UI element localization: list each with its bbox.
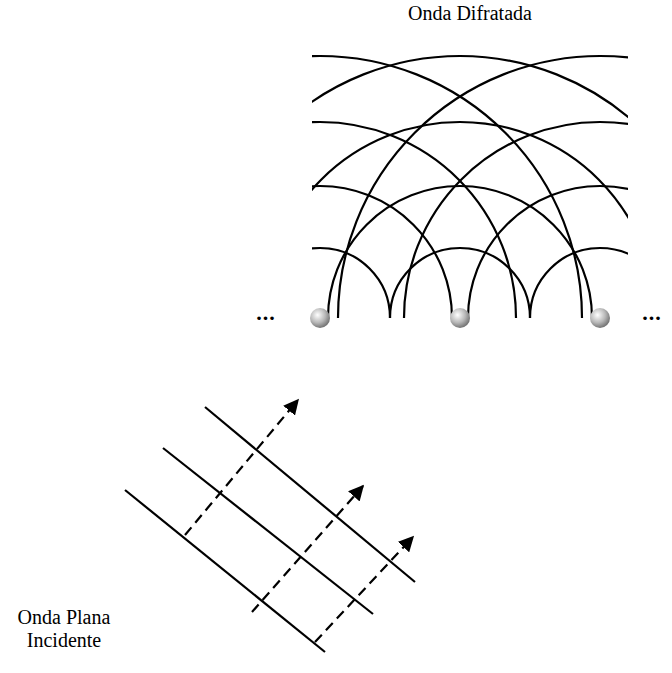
wavefront-arc — [404, 122, 628, 318]
wavefront-arc — [328, 186, 592, 318]
figure-label: Onda Plana Incidente — [4, 606, 124, 652]
figure-title: Onda Difratada — [408, 2, 532, 25]
wavefront-arc — [530, 248, 628, 318]
wavefront-arc — [312, 122, 628, 318]
wavefront-arc — [338, 56, 628, 318]
wavefront-arc — [468, 186, 628, 318]
diffracted-wavefronts — [312, 56, 628, 318]
incident-wavefronts — [125, 407, 415, 652]
wavefront-arc — [312, 186, 452, 318]
scatterer-spheres — [310, 308, 610, 328]
continuation-dots: ... — [642, 300, 662, 325]
incident-rays — [185, 400, 413, 642]
wavefront-arc — [312, 122, 516, 318]
wavefront-arc — [312, 248, 390, 318]
wavefront-arc — [390, 248, 530, 318]
continuation-dots: ... — [256, 300, 276, 325]
